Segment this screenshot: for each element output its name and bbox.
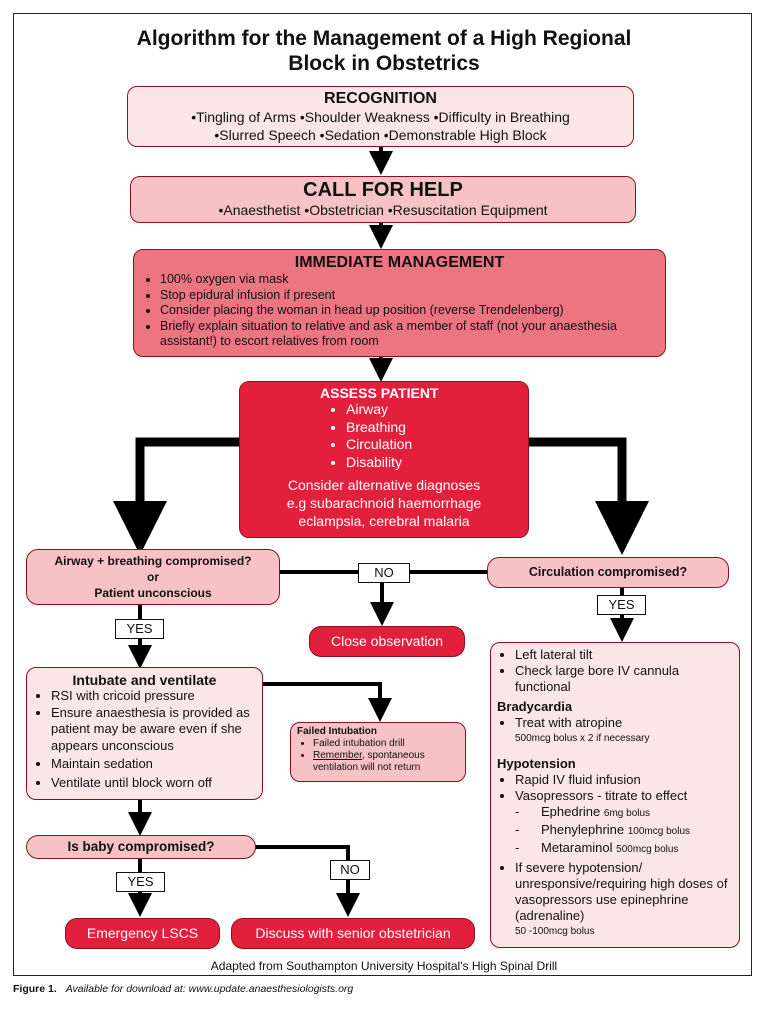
immediate-item: Briefly explain situation to relative an… (160, 319, 657, 350)
failed-remember-text: , spontaneous ventilation will not retur… (313, 750, 425, 773)
drug-row: -Ephedrine 6mg bolus (515, 804, 651, 819)
baby-question-box: Is baby compromised? (26, 835, 256, 859)
diagram-frame (13, 13, 752, 976)
title-line-2: Block in Obstetrics (288, 52, 480, 75)
hypo-list: Rapid IV fluid infusion Vasopressors - t… (497, 772, 733, 804)
circulation-question-box: Circulation compromised? (487, 557, 729, 588)
airway-question-line-3: Patient unconscious (94, 586, 212, 600)
hypo-item-fluid: Rapid IV fluid infusion (515, 772, 733, 788)
immediate-item: Consider placing the woman in head up po… (160, 303, 657, 319)
drug-list: -Ephedrine 6mg bolus -Phenylephrine 100m… (497, 804, 733, 858)
baby-no-label: NO (330, 860, 370, 880)
close-observation-box: Close observation (309, 626, 465, 657)
emergency-lscs-box: Emergency LSCS (65, 918, 220, 949)
failed-list: Failed intubation drill Remember, sponta… (297, 738, 459, 774)
circ-item-tilt: Left lateral tilt (515, 647, 733, 663)
title-line-1: Algorithm for the Management of a High R… (136, 27, 632, 50)
assess-patient-box: ASSESS PATIENT Airway Breathing Circulat… (239, 381, 529, 538)
failed-heading: Failed Intubation (297, 726, 377, 737)
drug-name: Phenylephrine (541, 822, 625, 837)
severe-item: If severe hypotension/ unresponsive/requ… (515, 860, 733, 924)
drug-row: -Metaraminol 500mcg bolus (515, 840, 679, 855)
hypo-item-vasopressors: Vasopressors - titrate to effect (515, 788, 733, 804)
immediate-item: Stop epidural infusion if present (160, 288, 657, 304)
immediate-list: 100% oxygen via mask Stop epidural infus… (142, 272, 657, 350)
figure-label: Figure 1. (13, 983, 57, 995)
baby-yes-label: YES (116, 872, 165, 892)
drug-dose: 500mcg bolus (616, 844, 679, 855)
severe-dose: 50 -100mcg bolus (515, 926, 595, 937)
assess-item-circulation: Circulation (346, 436, 518, 454)
assess-list: Airway Breathing Circulation Disability (250, 401, 518, 471)
figure-text: Available for download at: www.update.an… (65, 983, 354, 995)
drug-name: Ephedrine (541, 804, 601, 819)
immediate-item: 100% oxygen via mask (160, 272, 657, 288)
intubate-item: Ventilate until block worn off (51, 775, 256, 792)
drug-dose: 6mg bolus (603, 808, 651, 819)
assess-item-breathing: Breathing (346, 419, 518, 437)
call-for-help-heading: CALL FOR HELP (303, 179, 463, 201)
assess-alt-line-1: Consider alternative diagnoses (287, 477, 481, 493)
circulation-management-box: Left lateral tilt Check large bore IV ca… (490, 642, 740, 948)
immediate-heading: IMMEDIATE MANAGEMENT (294, 254, 505, 271)
adapted-credit: Adapted from Southampton University Hosp… (210, 959, 558, 973)
intubate-list: RSI with cricoid pressure Ensure anaesth… (33, 688, 256, 791)
brady-dose: 500mcg bolus x 2 if necessary (515, 733, 650, 744)
airway-question-line-1: Airway + breathing compromised? (54, 554, 252, 568)
airway-question-line-2: or (147, 570, 159, 584)
figure-caption: Figure 1. Available for download at: www… (13, 983, 753, 995)
recognition-line-2: •Slurred Speech •Sedation •Demonstrable … (214, 127, 547, 143)
intubate-box: Intubate and ventilate RSI with cricoid … (26, 667, 263, 800)
assess-alt-line-2: e.g subarachnoid haemorrhage (286, 495, 482, 511)
intubate-item: Ensure anaesthesia is provided as patien… (51, 705, 256, 755)
page-title: Algorithm for the Management of a High R… (60, 26, 708, 76)
drug-row: -Phenylephrine 100mcg bolus (515, 822, 691, 837)
brady-item-atropine: Treat with atropine (515, 715, 733, 731)
failed-remember-word: Remember (313, 750, 362, 761)
intubate-heading: Intubate and ventilate (72, 672, 217, 688)
recognition-line-1: •Tingling of Arms •Shoulder Weakness •Di… (191, 109, 570, 125)
no-label: NO (358, 563, 410, 583)
discuss-obstetrician-box: Discuss with senior obstetrician (231, 918, 475, 949)
drug-dose: 100mcg bolus (627, 826, 691, 837)
immediate-management-box: IMMEDIATE MANAGEMENT 100% oxygen via mas… (133, 249, 666, 357)
circ-item-cannula: Check large bore IV cannula functional (515, 663, 733, 695)
airway-question-box: Airway + breathing compromised? or Patie… (26, 549, 280, 605)
brady-list: Treat with atropine (497, 715, 733, 731)
failed-item-drill: Failed intubation drill (313, 738, 459, 750)
failed-intubation-box: Failed Intubation Failed intubation dril… (290, 722, 466, 782)
intubate-item: Maintain sedation (51, 756, 256, 773)
assess-item-airway: Airway (346, 401, 518, 419)
airway-yes-label: YES (115, 619, 164, 639)
hypotension-heading: Hypotension (497, 756, 576, 771)
circ-top-list: Left lateral tilt Check large bore IV ca… (497, 647, 733, 695)
assess-item-disability: Disability (346, 454, 518, 472)
recognition-box: RECOGNITION •Tingling of Arms •Shoulder … (127, 86, 634, 147)
recognition-heading: RECOGNITION (324, 90, 437, 107)
drug-name: Metaraminol (541, 840, 613, 855)
assess-heading: ASSESS PATIENT (320, 385, 439, 401)
intubate-item: RSI with cricoid pressure (51, 688, 256, 705)
circulation-yes-label: YES (597, 595, 646, 615)
assess-alt-line-3: eclampsia, cerebral malaria (298, 513, 470, 529)
call-for-help-box: CALL FOR HELP •Anaesthetist •Obstetricia… (130, 176, 636, 223)
call-for-help-line: •Anaesthetist •Obstetrician •Resuscitati… (218, 202, 548, 218)
failed-item-remember: Remember, spontaneous ventilation will n… (313, 750, 459, 774)
bradycardia-heading: Bradycardia (497, 699, 573, 714)
severe-list: If severe hypotension/ unresponsive/requ… (497, 860, 733, 924)
